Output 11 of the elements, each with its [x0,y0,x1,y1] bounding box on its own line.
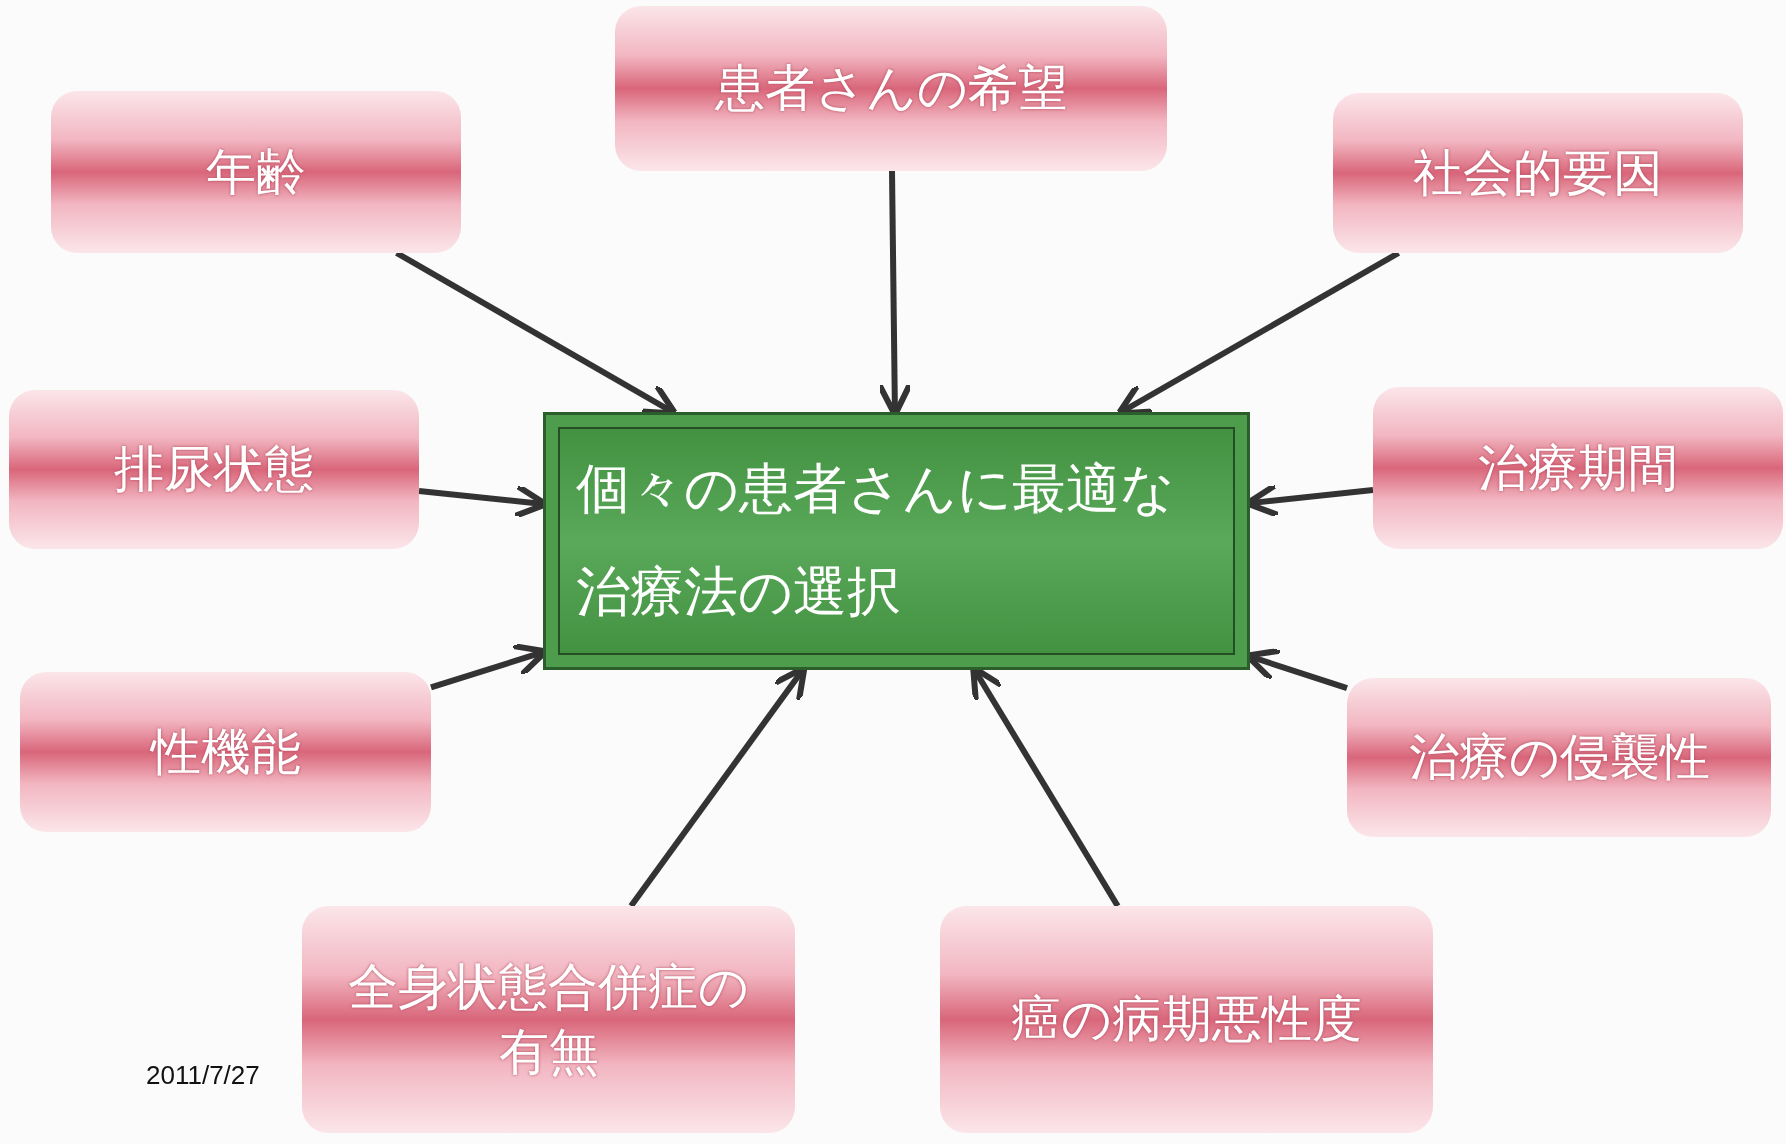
factor-box: 治療の侵襲性 [1347,678,1771,837]
factor-box: 患者さんの希望 [615,6,1167,171]
factor-box: 癌の病期悪性度 [940,906,1433,1133]
decision-box: 個々の患者さんに最適な治療法の選択 [543,412,1250,670]
date-label: 2011/7/27 [146,1060,260,1091]
factor-box: 年齢 [51,91,461,253]
factor-box: 治療期間 [1373,387,1783,549]
factor-box: 排尿状態 [9,390,419,549]
factor-box: 性機能 [20,672,431,832]
factor-box: 社会的要因 [1333,93,1743,253]
factor-box: 全身状態合併症の有無 [302,906,795,1133]
